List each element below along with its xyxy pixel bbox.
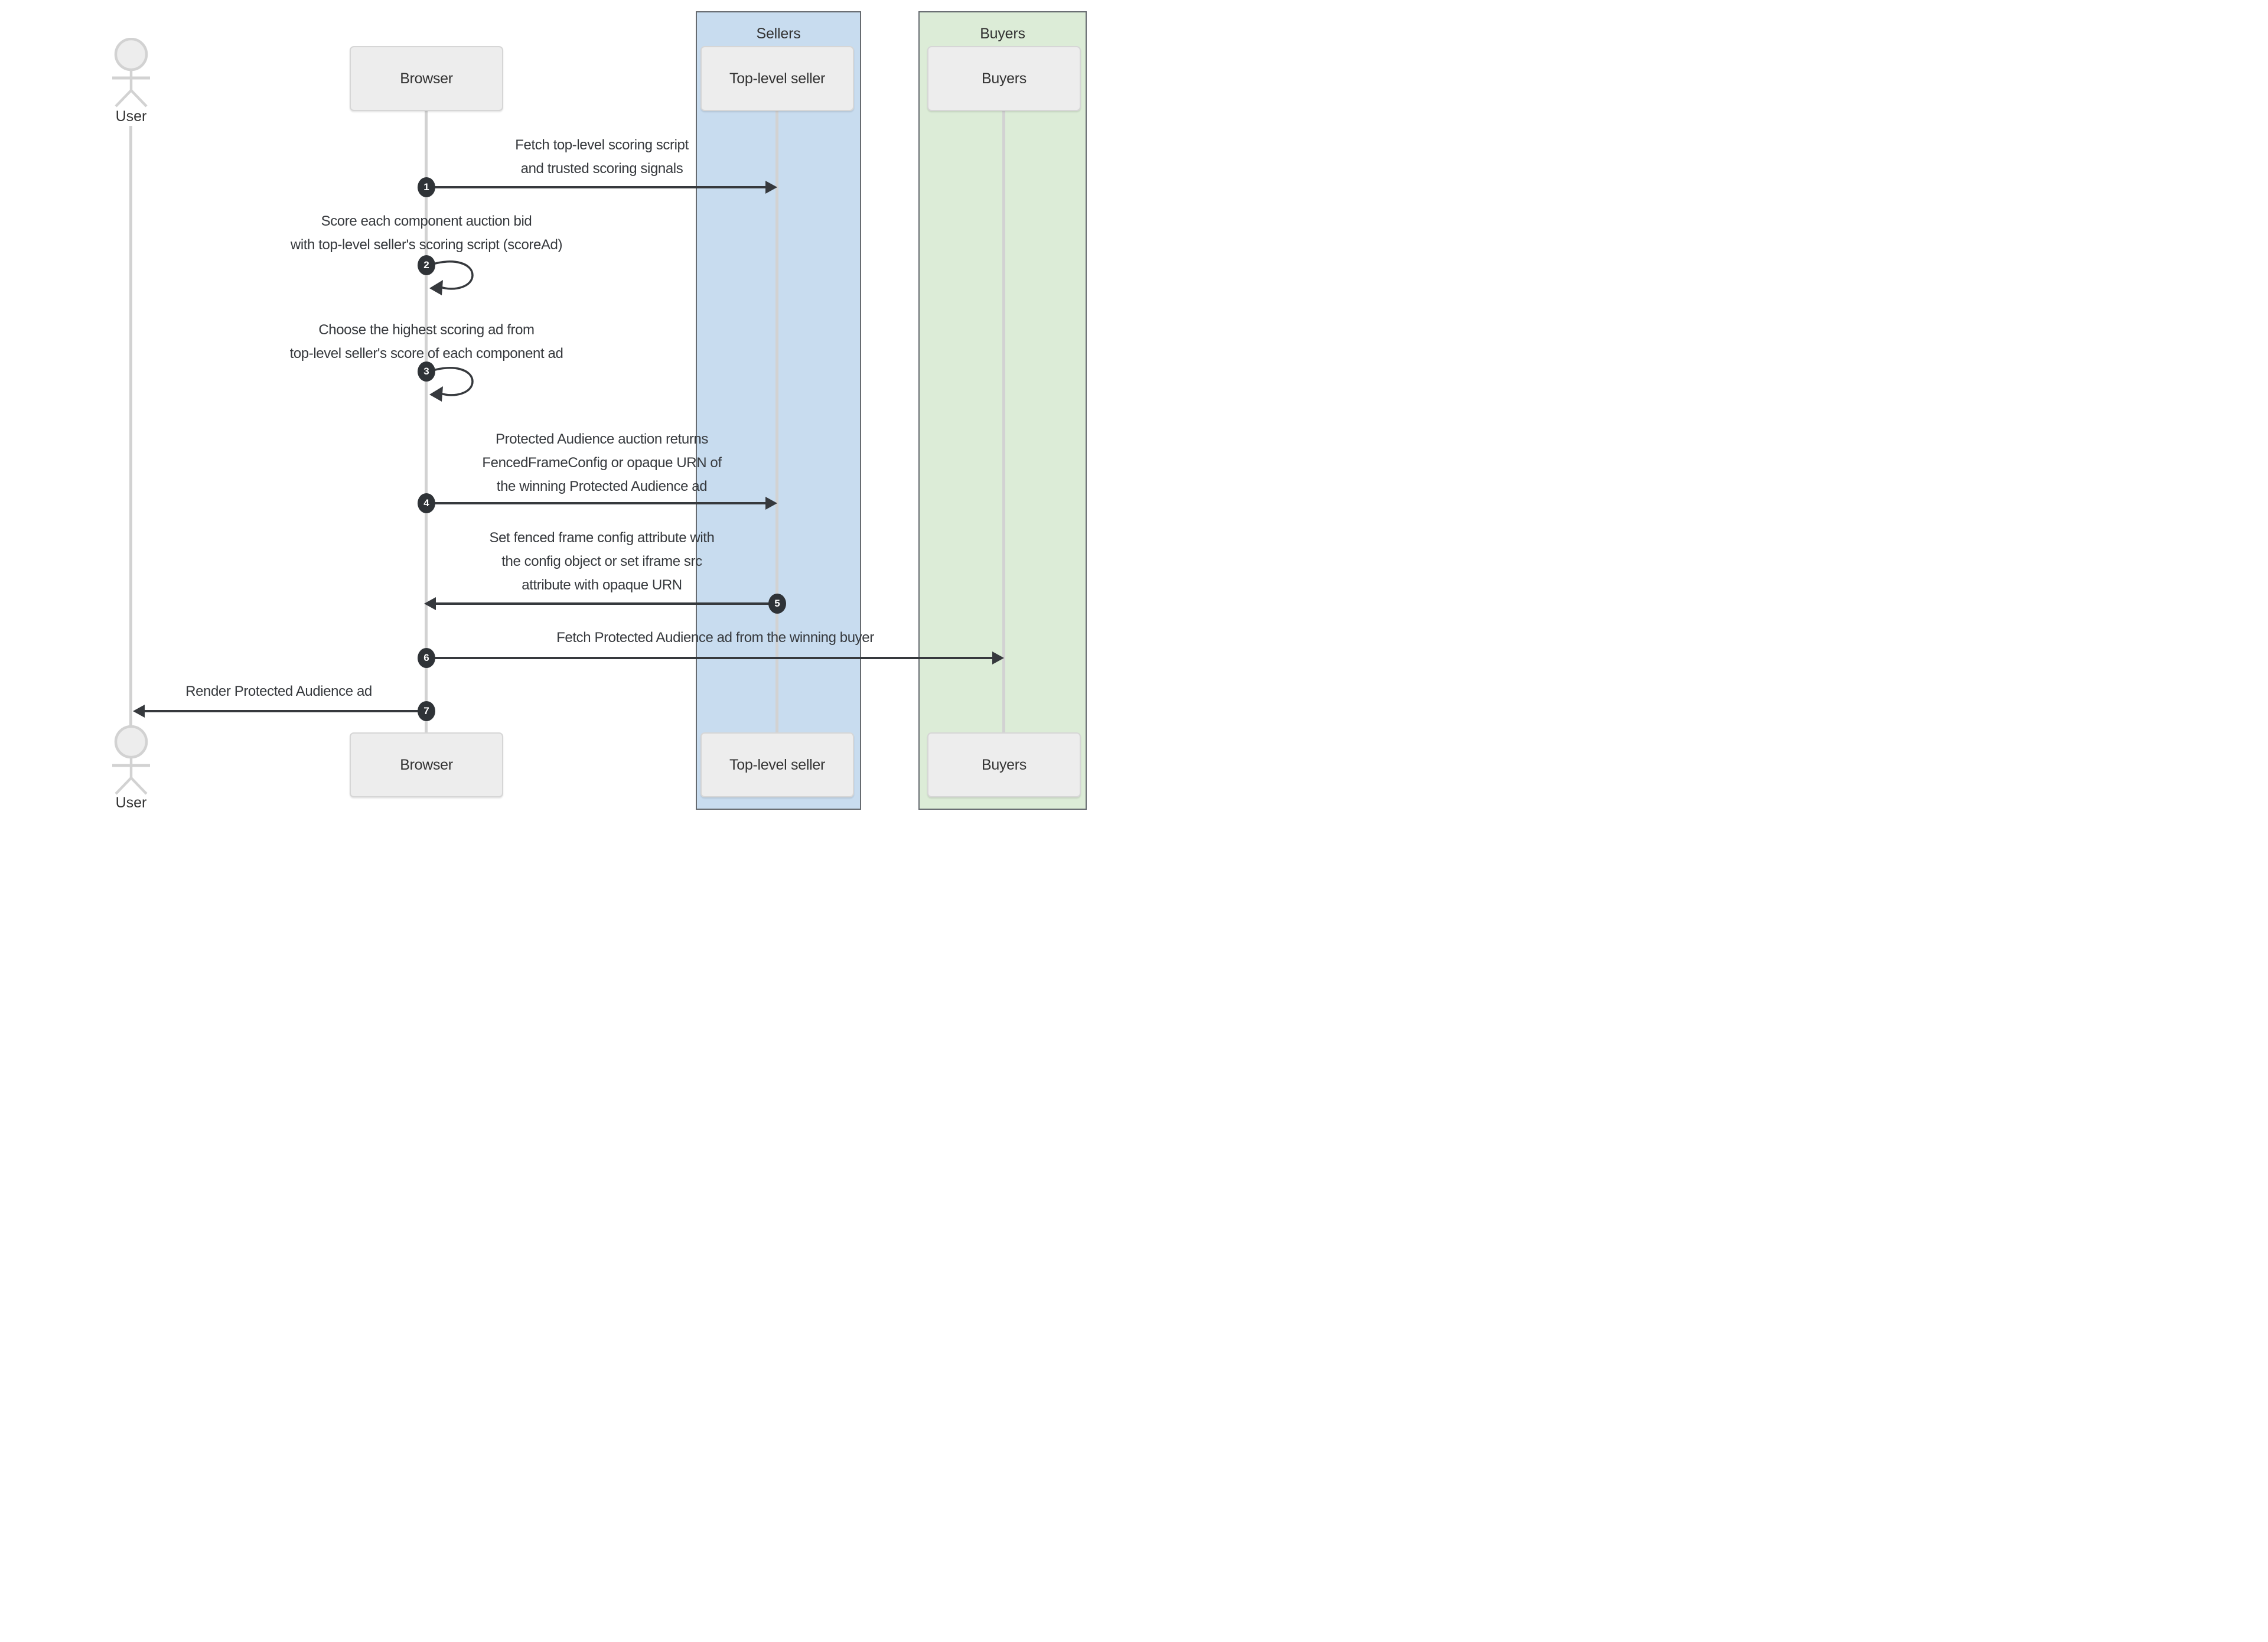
seller-box-label: Top-level seller: [729, 70, 825, 87]
message-3-label: Choose the highest scoring ad from top-l…: [289, 322, 563, 361]
sequence-diagram: Sellers Buyers User Browser Top-level se…: [0, 0, 1134, 821]
seller-box-bottom: Top-level seller: [700, 732, 854, 797]
seller-box-label-bottom: Top-level seller: [729, 756, 825, 773]
message-1-label: Fetch top-level scoring script and trust…: [515, 137, 689, 177]
message-3-number-badge: 3: [418, 361, 435, 382]
message-6-number-badge: 6: [418, 648, 435, 668]
message-7-arrowhead-icon: [133, 705, 145, 718]
buyers-box-label: Buyers: [981, 70, 1027, 87]
sellers-group-title: Sellers: [756, 25, 801, 42]
user-lifeline: [129, 126, 132, 726]
message-7-arrow: [145, 710, 426, 712]
user-label-bottom: User: [115, 794, 147, 811]
browser-box-label: Browser: [400, 70, 453, 87]
message-1-arrowhead-icon: [765, 181, 777, 194]
message-6-arrow: [426, 657, 992, 659]
message-5-arrow: [436, 602, 777, 605]
browser-box-label-bottom: Browser: [400, 756, 453, 773]
message-3-self-loop-icon: [429, 367, 474, 402]
user-actor-icon-bottom: [112, 725, 150, 795]
seller-lifeline: [775, 111, 778, 732]
message-5-arrowhead-icon: [424, 597, 436, 610]
browser-lifeline: [425, 111, 428, 732]
buyers-box-top: Buyers: [927, 46, 1081, 111]
message-2-label: Score each component auction bid with to…: [290, 213, 563, 253]
buyers-lifeline: [1002, 111, 1005, 732]
message-2-number-badge: 2: [418, 255, 435, 275]
message-7-label: Render Protected Audience ad: [185, 683, 372, 699]
message-4-arrow: [426, 502, 765, 504]
buyers-group-title: Buyers: [980, 25, 1025, 42]
user-actor-icon: [112, 38, 150, 107]
browser-box-top: Browser: [350, 46, 503, 111]
buyers-box-label-bottom: Buyers: [981, 756, 1027, 773]
buyers-box-bottom: Buyers: [927, 732, 1081, 797]
message-1-number-badge: 1: [418, 177, 435, 197]
user-label-top: User: [115, 108, 147, 125]
message-1-arrow: [426, 186, 765, 188]
sellers-group-band: Sellers: [696, 11, 861, 810]
message-6-arrowhead-icon: [992, 651, 1004, 664]
browser-box-bottom: Browser: [350, 732, 503, 797]
message-5-label: Set fenced frame config attribute with t…: [489, 530, 715, 593]
message-4-label: Protected Audience auction returns Fence…: [482, 431, 722, 494]
message-2-self-loop-icon: [429, 260, 474, 295]
message-4-number-badge: 4: [418, 493, 435, 513]
seller-box-top: Top-level seller: [700, 46, 854, 111]
message-5-number-badge: 5: [768, 594, 786, 614]
message-7-number-badge: 7: [418, 701, 435, 721]
message-6-label: Fetch Protected Audience ad from the win…: [556, 630, 874, 646]
message-4-arrowhead-icon: [765, 497, 777, 510]
